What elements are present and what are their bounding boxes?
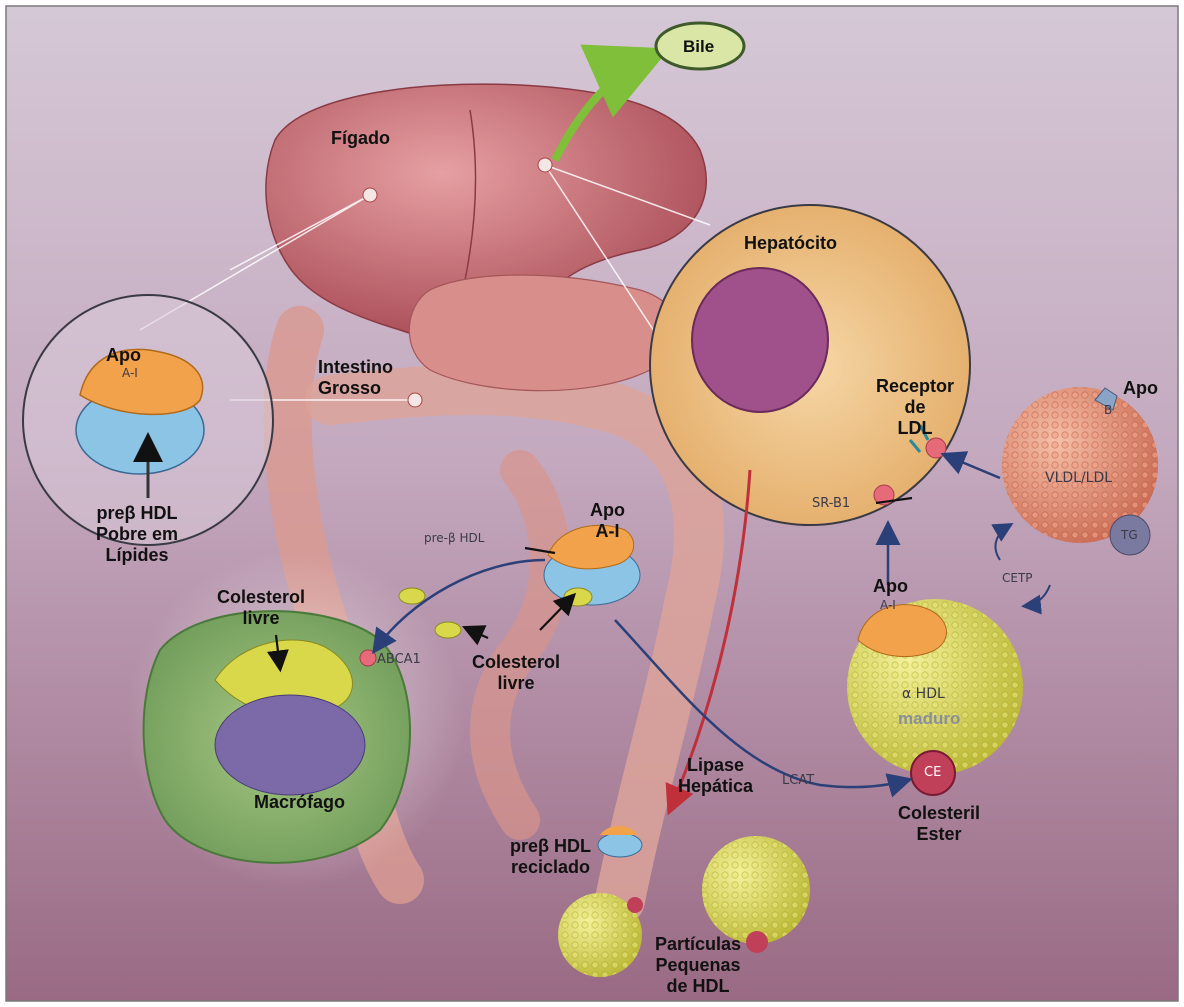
mature-label: maduro [898,708,960,729]
macrophage-nucleus [215,695,365,795]
apo-a1-hdl-label: Apo [873,576,908,597]
apo-a1-small-left: A-I [122,366,138,380]
vldl-ldl-label: VLDL/LDL [1045,470,1112,486]
intestine-pointer-dot [408,393,422,407]
cetp-label: CETP [1002,571,1033,585]
pre-beta-hdl-small-label: pre-β HDL [424,531,484,545]
abca1-label: ABCA1 [377,652,421,667]
alpha-hdl-label: α HDL [902,686,945,702]
lcat-label: LCAT [782,773,814,788]
ldl-receptor-dot [926,438,946,458]
liver-pointer-dot [363,188,377,202]
liver-pointer-dot-2 [538,158,552,172]
sr-b1-label: SR-B1 [812,496,850,511]
tg-label: TG [1121,528,1138,542]
macrophage-label: Macrófago [254,792,345,813]
apo-a1-label-left: Apo [106,345,141,366]
hepatocyte-label: Hepatócito [744,233,837,254]
apo-b-small: B [1104,403,1112,417]
apo-a1-hdl-small: A-I [880,598,896,612]
liver-label: Fígado [331,128,390,149]
apo-b-label: Apo [1123,378,1158,399]
abca1-dot [360,650,376,666]
hepatocyte-nucleus [692,268,828,412]
bile-label: Bile [683,36,714,57]
ce-label: CE [924,765,941,780]
